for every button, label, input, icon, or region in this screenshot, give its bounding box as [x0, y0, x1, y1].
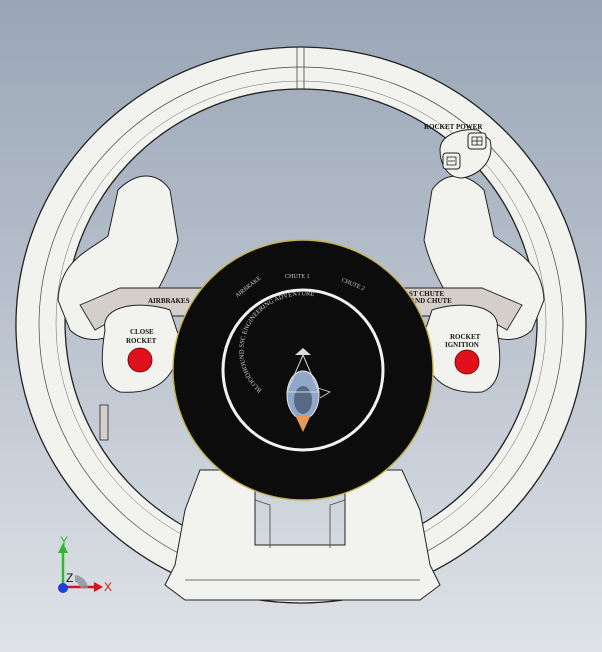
airbrakes-label: AIRBRAKES	[148, 297, 190, 305]
bottom-spoke-inner	[254, 499, 346, 548]
rocket-ignition-button[interactable]	[454, 349, 480, 375]
rocket-power-label: ROCKET POWER	[424, 123, 483, 131]
hub-ring	[221, 288, 385, 452]
hub-chute1-text: CHUTE 1	[285, 274, 310, 280]
close-rocket-label-line1: CLOSE	[130, 328, 154, 336]
last-chute-label-line1: AST CHUTE	[404, 290, 444, 298]
close-rocket-button[interactable]	[127, 347, 153, 373]
rocket-ignition-label-line1: ROCKET	[450, 333, 481, 341]
axis-x-label: X	[104, 580, 112, 594]
bottom-spoke[interactable]	[164, 469, 441, 601]
close-rocket-label-line2: ROCKET	[126, 337, 157, 345]
hub-outer[interactable]	[172, 239, 434, 501]
rocket-ignition-label-line2: IGNITION	[445, 341, 479, 349]
last-chute-label-line2: AND CHUTE	[410, 297, 452, 305]
axis-triad: Y X Z	[58, 534, 112, 594]
axis-z-label: Z	[66, 571, 73, 585]
axis-y-label: Y	[60, 534, 68, 548]
bloodhound-logo	[286, 348, 331, 432]
left-lower-paddle[interactable]	[99, 404, 109, 441]
minus-icon	[446, 156, 457, 166]
